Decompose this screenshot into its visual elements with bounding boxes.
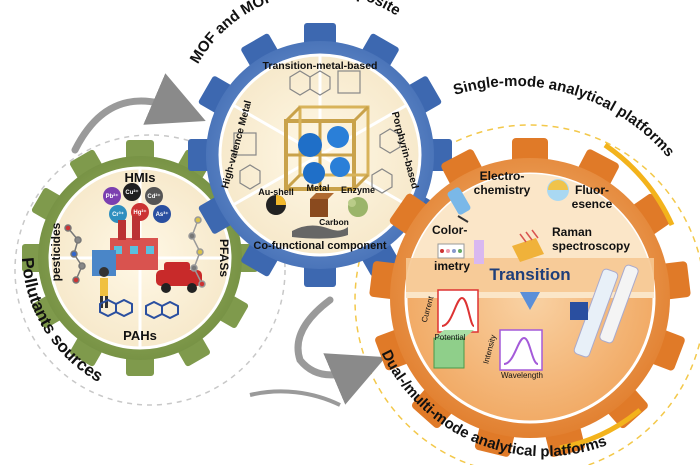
ion-label: Cd²⁺ [147,193,160,200]
electrochemistry-label-2: chemistry [474,183,531,197]
farmer-icon [99,267,109,308]
enzyme-icon [348,197,368,217]
mof-framework-icon [284,105,370,191]
flow-arrow [71,73,206,154]
fluorescence-label-2: esence [572,197,613,211]
ion-labels: Pb²⁺ Cu²⁺ Cd²⁺ Cr³⁺ Hg²⁺ As³⁺ [106,189,169,218]
hmis-label: HMIs [124,170,155,185]
ion-label: As³⁺ [156,211,169,218]
pah-molecule-icon [99,298,179,320]
au-shell-icon [266,195,286,215]
transition-label: Transition [489,265,570,284]
pollutants-gear: HMIs pesticides PFASs PAHs [22,140,258,376]
metal-cube-icon [310,193,334,217]
fluorescence-icon [547,179,569,201]
electrochemistry-icon [447,187,471,223]
colorimetry-icon [437,240,484,264]
pesticide-molecule-icon [64,224,86,284]
transition-arrow [520,292,540,310]
pfas-molecule-icon [188,216,206,288]
intensity-wavelength-plot-icon [499,329,543,371]
metal-label: Metal [306,183,329,193]
carbon-label: Carbon [319,217,349,227]
ion-label: Cr³⁺ [112,211,124,218]
test-strip-icon [570,264,639,358]
fluorescence-label-1: Fluor- [575,183,609,197]
ion-label: Pb²⁺ [106,193,119,200]
mof-gear: Transition-metal-based High-valence Meta… [188,23,452,287]
ion-label: Hg²⁺ [133,209,146,216]
accent-arc [603,142,675,227]
factory-icon [92,216,158,276]
electrochemistry-label-1: Electro- [480,169,525,183]
pahs-label: PAHs [123,328,157,343]
pfass-label: PFASs [217,239,231,277]
ion-label: Cu²⁺ [125,189,138,196]
single-mode-title: Single-mode analytical platforms [451,73,677,160]
carbon-sheet-icon [292,225,348,239]
raman-label-1: Raman [552,225,592,239]
analytical-gear: Electro- chemistry Fluor- esence Color- … [369,138,691,457]
au-shell-label: Au-shell [258,187,294,197]
pesticides-label: pesticides [49,222,63,281]
current-potential-plot-icon [437,289,479,333]
transition-metal-label: Transition-metal-based [263,60,378,72]
orbit-dashed-ring [14,134,286,406]
colorimetry-label-2: imetry [434,259,470,273]
cofunctional-label: Co-functional component [253,240,387,252]
raman-icon [512,229,544,262]
accent-arc [559,408,642,451]
accent-arc [249,389,341,407]
enzyme-label: Enzyme [341,185,375,195]
car-icon [156,262,202,293]
wavelength-axis-label: Wavelength [501,371,543,380]
potential-axis-label: Potential [434,333,465,342]
raman-label-2: spectroscopy [552,239,630,253]
lattice-structure-icon [233,70,401,194]
flow-arrow [294,296,386,405]
colorimetry-label-1: Color- [432,223,467,237]
nanocube-icon [433,330,474,369]
